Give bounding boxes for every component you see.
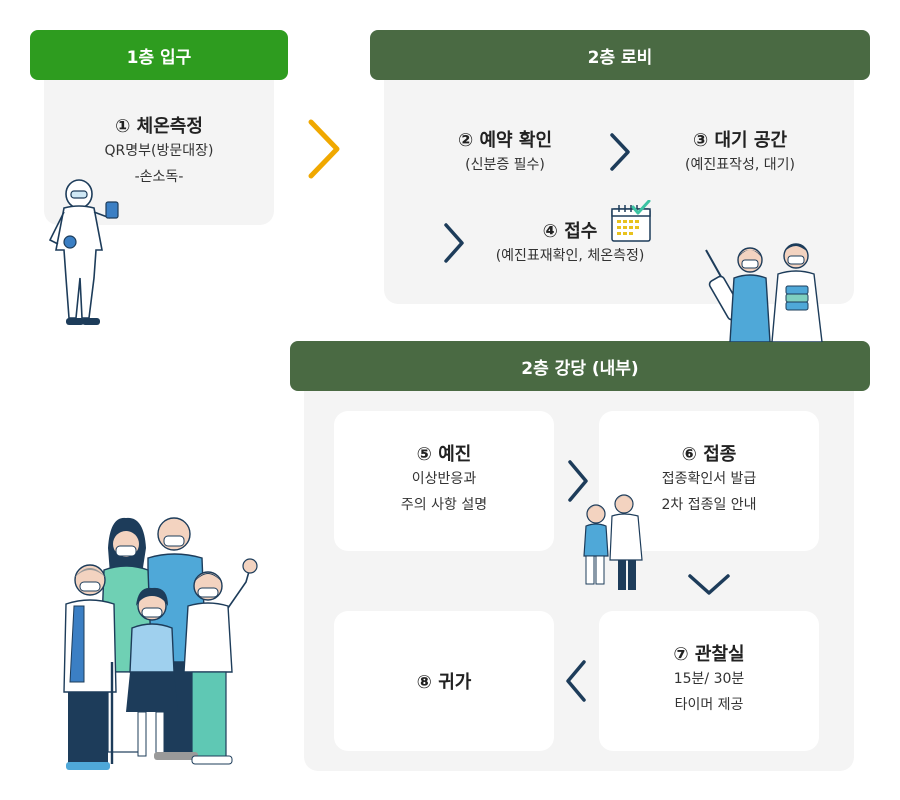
chevron-right-icon xyxy=(308,119,340,179)
header-label: 2층 로비 xyxy=(587,47,653,68)
chevron-left-icon xyxy=(566,660,586,702)
step-detail: 주의 사항 설명 xyxy=(400,497,488,513)
chevron-down-icon xyxy=(688,574,730,595)
step-detail: (예진표작성, 대기) xyxy=(685,157,795,173)
header-label: 1층 입구 xyxy=(126,47,192,68)
floor1-entrance-header: 1층 입구 xyxy=(30,30,288,80)
step-waiting-area: ③ 대기 공간 (예진표작성, 대기) xyxy=(650,126,830,178)
card-step-5 xyxy=(334,411,554,551)
step-title: ⑦ 관찰실 xyxy=(673,644,745,665)
step-detail: (예진표재확인, 체온측정) xyxy=(495,248,645,264)
family-illustration xyxy=(63,517,258,770)
step-reception: ④ 접수 (예진표재확인, 체온측정) xyxy=(470,217,670,269)
step-title: ④ 접수 xyxy=(542,221,598,242)
vaccination-scene-illustration xyxy=(583,494,643,590)
step-title: ⑤ 예진 xyxy=(416,444,472,465)
chevron-right-icon xyxy=(444,223,464,263)
step-vaccination: ⑥ 접종 접종확인서 발급 2차 접종일 안내 xyxy=(599,440,819,518)
step-detail: (신분증 필수) xyxy=(465,157,545,173)
step-reservation-check: ② 예약 확인 (신분증 필수) xyxy=(420,126,590,178)
step-title: ⑧ 귀가 xyxy=(416,672,472,693)
header-label: 2층 강당 (내부) xyxy=(521,358,639,379)
floor2-hall-header: 2층 강당 (내부) xyxy=(290,341,870,391)
chevron-right-icon xyxy=(568,460,588,502)
step-pre-examination: ⑤ 예진 이상반응과 주의 사항 설명 xyxy=(334,440,554,518)
floor2-lobby-header: 2층 로비 xyxy=(370,30,870,80)
step-detail: 접종확인서 발급 xyxy=(661,471,757,487)
card-step-8 xyxy=(334,611,554,751)
card-step-7 xyxy=(599,611,819,751)
step-detail: 타이머 제공 xyxy=(674,697,744,713)
medical-staff-illustration xyxy=(705,243,823,342)
step-temperature-check: ① 체온측정 QR명부(방문대장) -손소독- xyxy=(44,112,274,190)
step-go-home: ⑧ 귀가 xyxy=(334,668,554,694)
calendar-check-icon xyxy=(611,200,651,242)
step-detail: QR명부(방문대장) xyxy=(104,143,214,159)
step-detail: 2차 접종일 안내 xyxy=(661,497,757,513)
step-title: ③ 대기 공간 xyxy=(692,130,788,151)
lobby-panel xyxy=(384,80,854,304)
step-observation-room: ⑦ 관찰실 15분/ 30분 타이머 제공 xyxy=(599,640,819,718)
step-detail: 15분/ 30분 xyxy=(673,671,745,687)
hazmat-worker-illustration xyxy=(48,179,119,325)
step-detail: 이상반응과 xyxy=(411,471,477,487)
step-title: ① 체온측정 xyxy=(115,116,203,137)
step-title: ⑥ 접종 xyxy=(681,444,737,465)
step-detail: -손소독- xyxy=(134,169,184,185)
step-title: ② 예약 확인 xyxy=(457,130,553,151)
chevron-right-icon xyxy=(610,133,630,171)
